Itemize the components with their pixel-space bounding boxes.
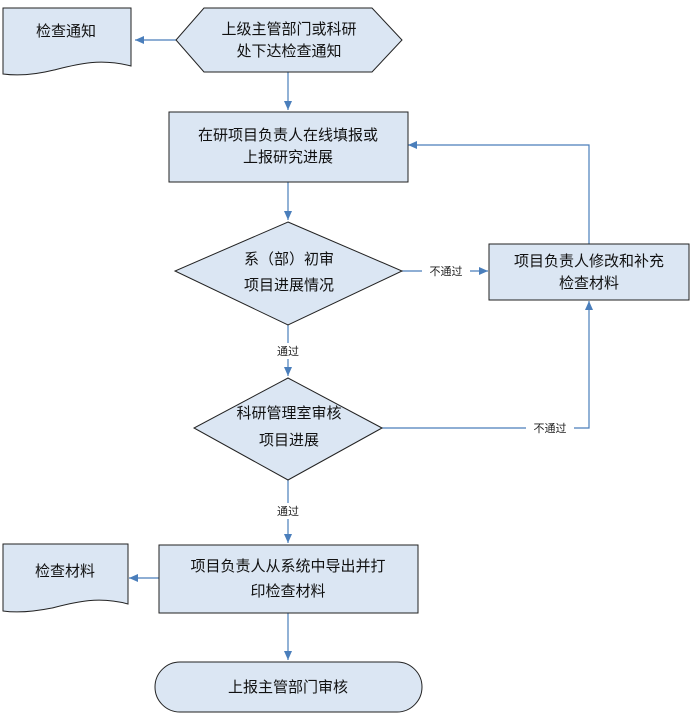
node-start-notice-line-1: 上级主管部门或科研 <box>221 20 356 38</box>
edge-label-dept-fail: 不通过 <box>430 265 463 278</box>
node-fill-report: 在研项目负责人在线填报或 上报研究进展 <box>168 111 409 183</box>
edge-office-fail-to-revise <box>382 301 593 429</box>
node-doc-material: 检查材料 <box>2 543 129 613</box>
node-export-print: 项目负责人从系统中导出并打 印检查材料 <box>158 544 419 614</box>
node-revise: 项目负责人修改和补充 检查材料 <box>488 243 690 301</box>
edge-label-office-fail: 不通过 <box>534 422 567 435</box>
hexagon-shape <box>175 7 403 73</box>
process-shape <box>158 544 419 614</box>
node-dept-review: 系（部）初审 项目进展情况 <box>173 221 404 326</box>
decision-shape <box>192 377 384 481</box>
node-start-notice-line-2: 处下达检查通知 <box>236 42 341 60</box>
process-shape <box>168 111 409 183</box>
node-end-submit-label: 上报主管部门审核 <box>228 678 348 696</box>
node-fill-report-line-2: 上报研究进展 <box>243 148 333 166</box>
node-dept-review-line-2: 项目进展情况 <box>244 276 334 294</box>
node-doc-notice-label: 检查通知 <box>36 22 96 40</box>
decision-shape <box>173 221 404 326</box>
node-revise-line-2: 检查材料 <box>559 274 619 292</box>
document-shape <box>2 543 129 613</box>
document-shape <box>2 7 132 76</box>
edge-label-dept-pass: 通过 <box>277 345 299 358</box>
node-doc-notice: 检查通知 <box>2 7 132 76</box>
node-office-review-line-2: 项目进展 <box>259 431 319 449</box>
node-start-notice: 上级主管部门或科研 处下达检查通知 <box>175 7 403 73</box>
node-dept-review-line-1: 系（部）初审 <box>244 250 334 268</box>
node-office-review: 科研管理室审核 项目进展 <box>192 377 384 481</box>
node-export-print-line-1: 项目负责人从系统中导出并打 <box>190 557 385 575</box>
process-shape <box>488 243 690 301</box>
node-end-submit: 上报主管部门审核 <box>154 661 423 713</box>
node-office-review-line-1: 科研管理室审核 <box>236 404 341 422</box>
node-export-print-line-2: 印检查材料 <box>250 582 325 600</box>
node-revise-line-1: 项目负责人修改和补充 <box>514 252 664 270</box>
terminal-shape <box>154 661 423 713</box>
node-fill-report-line-1: 在研项目负责人在线填报或 <box>198 126 378 144</box>
edge-label-office-pass: 通过 <box>277 505 299 518</box>
edge-labels: 不通过 通过 不通过 通过 <box>268 263 574 519</box>
edge-revise-to-report <box>408 141 590 244</box>
node-doc-material-label: 检查材料 <box>35 562 95 580</box>
